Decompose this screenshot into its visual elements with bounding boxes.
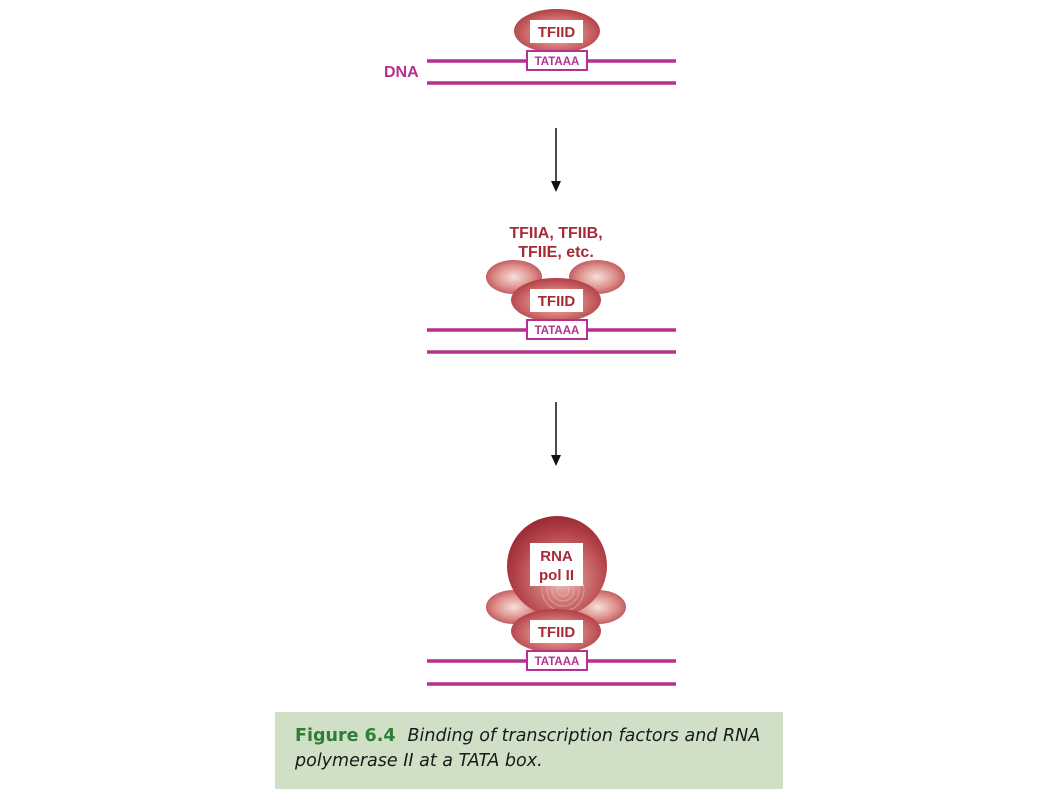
arrow-1-head (551, 181, 561, 192)
tfiid-label: TFIID (538, 293, 576, 310)
tfiid-label: TFIID (538, 624, 576, 641)
dna-label: DNA (384, 64, 419, 81)
tfiid-label-box (530, 289, 583, 312)
figure-caption-text: Binding of transcription factors and RNA… (295, 726, 761, 771)
factors-label-line2: TFIIE, etc. (518, 244, 594, 261)
tata-box (526, 319, 588, 340)
stage-1: DNA TFIID TATAAA (384, 9, 676, 85)
tata-label: TATAAA (535, 325, 580, 337)
stage-3: RNA pol II TFIID TATAAA (427, 516, 676, 686)
rna-pol-label-box (530, 543, 583, 586)
factors-label-line1: TFIIA, TFIIB, (509, 225, 602, 242)
stage-2: TFIIA, TFIIB, TFIIE, etc. TFIID TATAAA (427, 225, 676, 354)
tata-box (526, 50, 588, 71)
arrow-2 (551, 402, 561, 466)
rna-pol-label-line2: pol II (539, 567, 574, 584)
arrow-2-head (551, 455, 561, 466)
figure-number: Figure 6.4 (295, 726, 396, 746)
tata-label: TATAAA (535, 56, 580, 68)
tfiid-label: TFIID (538, 24, 576, 41)
rna-pol-label-line1: RNA (540, 548, 573, 565)
tfiid-label-box (530, 620, 583, 643)
tata-label: TATAAA (535, 656, 580, 668)
arrow-1 (551, 128, 561, 192)
tata-box (526, 650, 588, 671)
tfiid-label-box (530, 20, 583, 43)
